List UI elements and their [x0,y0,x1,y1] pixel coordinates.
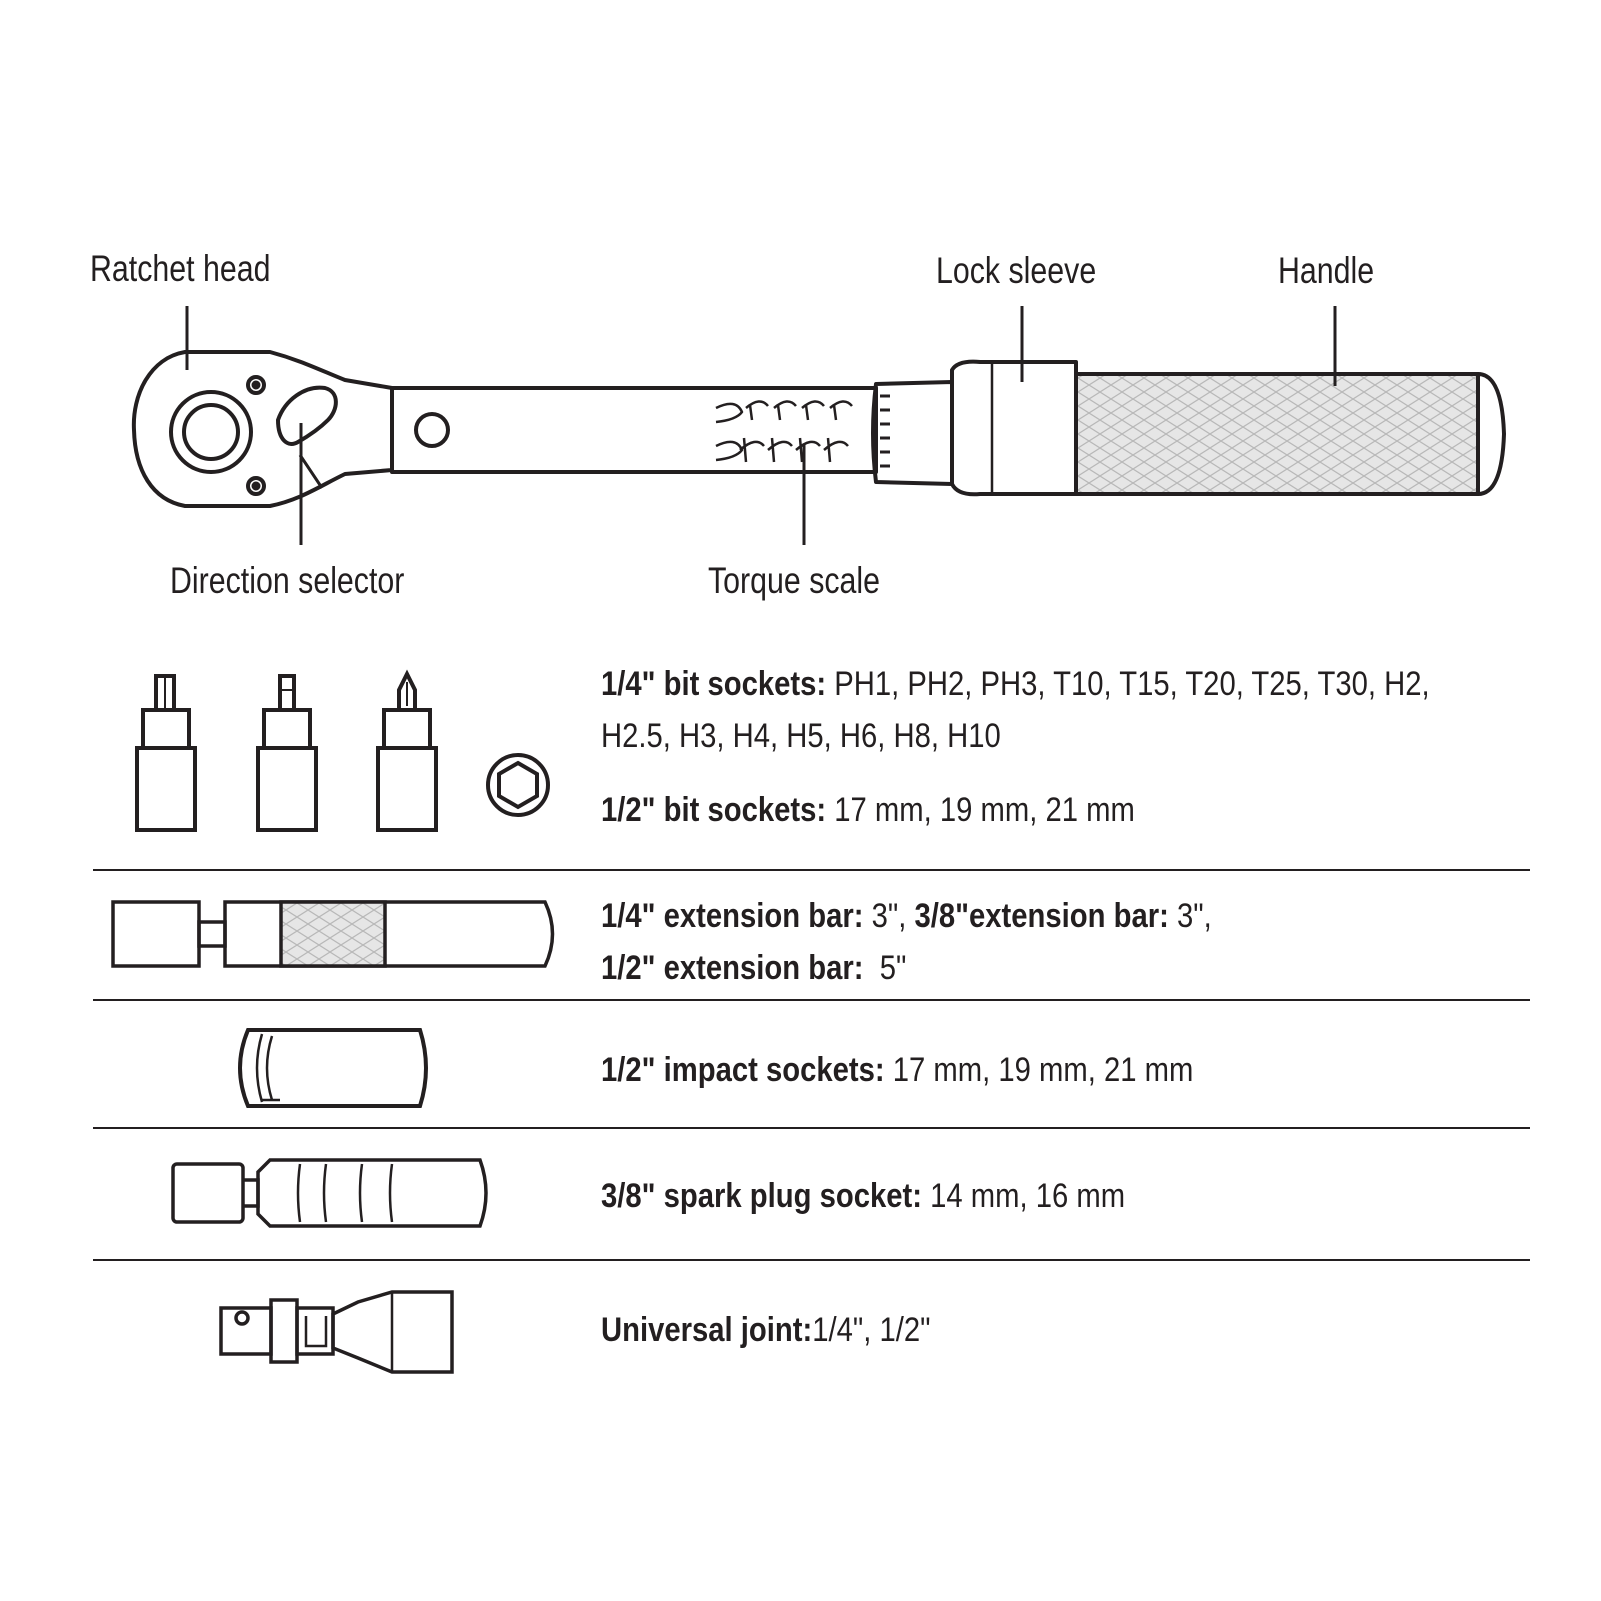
bit-sockets-quarter-line1: PH1, PH2, PH3, T10, T15, T20, T25, T30, … [826,665,1430,703]
divider-2 [93,999,1530,1001]
head-screw-bottom [246,476,266,496]
shaft-hole [414,412,450,448]
collar-ticks [880,394,890,468]
bit-sockets-half-label: 1/2" bit sockets: [601,791,827,829]
bit-sockets-half-spec: 1/2" bit sockets: 17 mm, 19 mm, 21 mm [601,784,1135,836]
adjustment-collar [871,380,954,486]
hex-socket-front-icon [486,753,550,817]
direction-selector-lever [276,385,338,446]
impact-socket-illustration [238,1028,428,1108]
torque-scale-marks [715,400,853,463]
phillips-bit-socket-icon [376,669,438,832]
spark-plug-socket-label: 3/8" spark plug socket: [601,1177,923,1215]
bit-sockets-quarter-spec: 1/4" bit sockets: PH1, PH2, PH3, T10, T1… [601,658,1430,762]
extension-bar-half-value: 5" [863,949,907,987]
spark-plug-socket-value: 14 mm, 16 mm [922,1177,1126,1215]
handle-end-cap [1477,372,1506,496]
head-screw-bottom-dot [251,481,261,491]
extension-bar-half-label: 1/2" extension bar: [601,949,864,987]
drive-square-inner [182,403,240,461]
spark-plug-socket-illustration [171,1158,488,1228]
torque-scale-label: Torque scale [708,560,881,601]
extension-bar-drive-end [111,900,201,968]
universal-joint-value: 1/4", 1/2" [812,1311,931,1349]
impact-sockets-value: 17 mm, 19 mm, 21 mm [884,1051,1194,1089]
handle-grip [1074,372,1480,496]
handle-label: Handle [1278,250,1375,291]
divider-4 [93,1259,1530,1261]
direction-selector-slot [298,454,324,489]
extension-bar-body [223,900,555,968]
torque-wrench [131,306,1506,545]
head-screw-top [246,375,266,395]
universal-joint-illustration [219,1290,454,1374]
bit-sockets-half-value: 17 mm, 19 mm, 21 mm [826,791,1135,829]
extension-bar-quarter-label: 1/4" extension bar: [601,897,864,935]
extension-bar-quarter-value: 3", [863,897,915,935]
bit-sockets-illustration [135,669,550,832]
spark-plug-socket-spec: 3/8" spark plug socket: 14 mm, 16 mm [601,1170,1125,1222]
extension-bar-three-eighths-value: 3", [1168,897,1212,935]
head-screw-top-dot [251,380,261,390]
extension-bar-knurl [279,900,387,968]
extension-bar-illustration [111,900,555,968]
divider-1 [93,869,1530,871]
lock-sleeve-label: Lock sleeve [936,250,1097,291]
extension-bar-neck [197,920,227,948]
bit-sockets-quarter-line2: H2.5, H3, H4, H5, H6, H8, H10 [601,717,1001,755]
impact-sockets-spec: 1/2" impact sockets: 17 mm, 19 mm, 21 mm [601,1044,1193,1096]
wrench-shaft [390,386,878,474]
universal-joint-label: Universal joint: [601,1311,813,1349]
flat-bit-socket-icon [256,674,318,832]
bit-sockets-quarter-label: 1/4" bit sockets: [601,665,827,703]
drive-square-outer [169,390,253,474]
hex-bit-socket-icon [135,674,197,832]
divider-3 [93,1127,1530,1129]
ratchet-head-label: Ratchet head [90,248,271,289]
universal-joint-spec: Universal joint:1/4", 1/2" [601,1304,931,1356]
extension-bar-spec: 1/4" extension bar: 3", 3/8"extension ba… [601,890,1212,994]
extension-bar-three-eighths-label: 3/8"extension bar: [914,897,1169,935]
lock-sleeve [950,359,1078,497]
impact-sockets-label: 1/2" impact sockets: [601,1051,885,1089]
direction-selector-label: Direction selector [170,560,405,601]
